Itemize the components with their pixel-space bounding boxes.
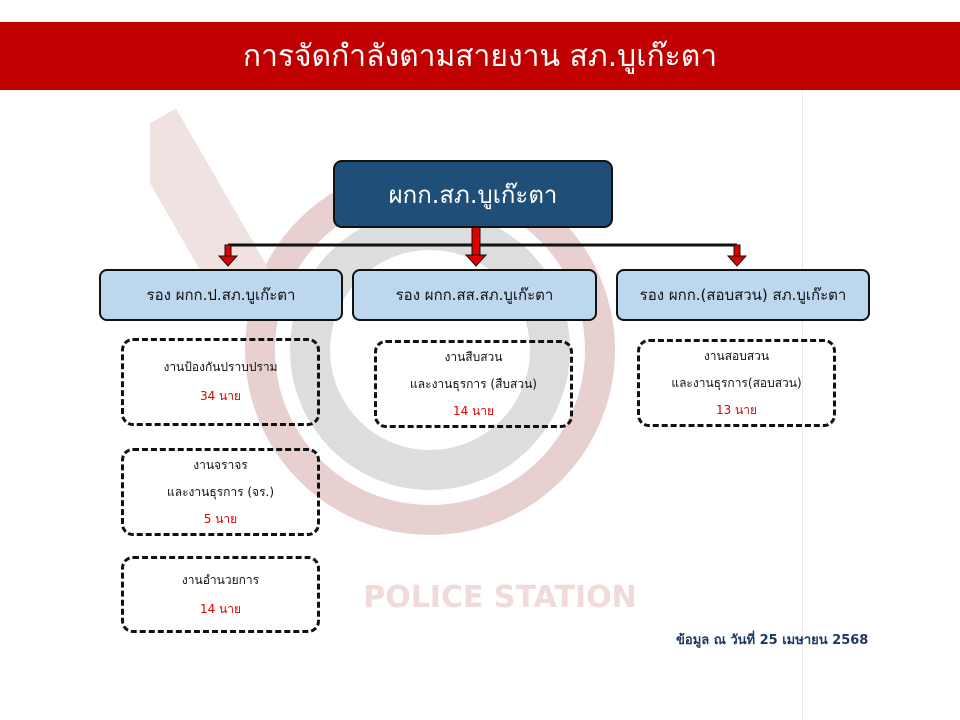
unit-box: งานป้องกันปราบปราม 34 นาย	[121, 338, 320, 426]
unit-name-line2: และงานธุรการ (จร.)	[166, 484, 275, 499]
deputy-box-inquiry: รอง ผกก.(สอบสวน) สภ.บูเก๊ะตา	[616, 269, 870, 321]
unit-name: งานสอบสวน	[703, 348, 770, 363]
unit-count: 14 นาย	[199, 601, 242, 616]
deputy-box-investigation: รอง ผกก.สส.สภ.บูเก๊ะตา	[352, 269, 597, 321]
unit-count: 5 นาย	[203, 511, 238, 526]
unit-box: งานสืบสวน และงานธุรการ (สืบสวน) 14 นาย	[374, 340, 573, 428]
arrow-down-icon	[726, 244, 748, 267]
unit-name-line2: และงานธุรการ (สืบสวน)	[410, 376, 537, 391]
unit-count: 34 นาย	[199, 389, 242, 403]
deputy-box-prevention: รอง ผกก.ป.สภ.บูเก๊ะตา	[99, 269, 343, 321]
unit-count: 13 นาย	[715, 402, 758, 417]
unit-name: งานอำนวยการ	[181, 572, 260, 587]
unit-box: งานจราจร และงานธุรการ (จร.) 5 นาย	[121, 448, 320, 536]
chief-box: ผกก.สภ.บูเก๊ะตา	[333, 160, 613, 228]
unit-name: งานจราจร	[193, 457, 248, 472]
arrow-down-icon	[464, 224, 488, 267]
data-date-note: ข้อมูล ณ วันที่ 25 เมษายน 2568	[676, 633, 869, 648]
unit-box: งานสอบสวน และงานธุรการ(สอบสวน) 13 นาย	[637, 339, 836, 427]
page-title: การจัดกำลังตามสายงาน สภ.บูเก๊ะตา	[0, 22, 960, 90]
unit-count: 14 นาย	[452, 403, 495, 418]
divider	[802, 90, 803, 720]
unit-name: งานป้องกันปราบปราม	[163, 360, 278, 374]
arrow-down-icon	[217, 244, 239, 267]
unit-box: งานอำนวยการ 14 นาย	[121, 556, 320, 633]
unit-name-line2: และงานธุรการ(สอบสวน)	[671, 375, 802, 390]
unit-name: งานสืบสวน	[444, 349, 503, 364]
